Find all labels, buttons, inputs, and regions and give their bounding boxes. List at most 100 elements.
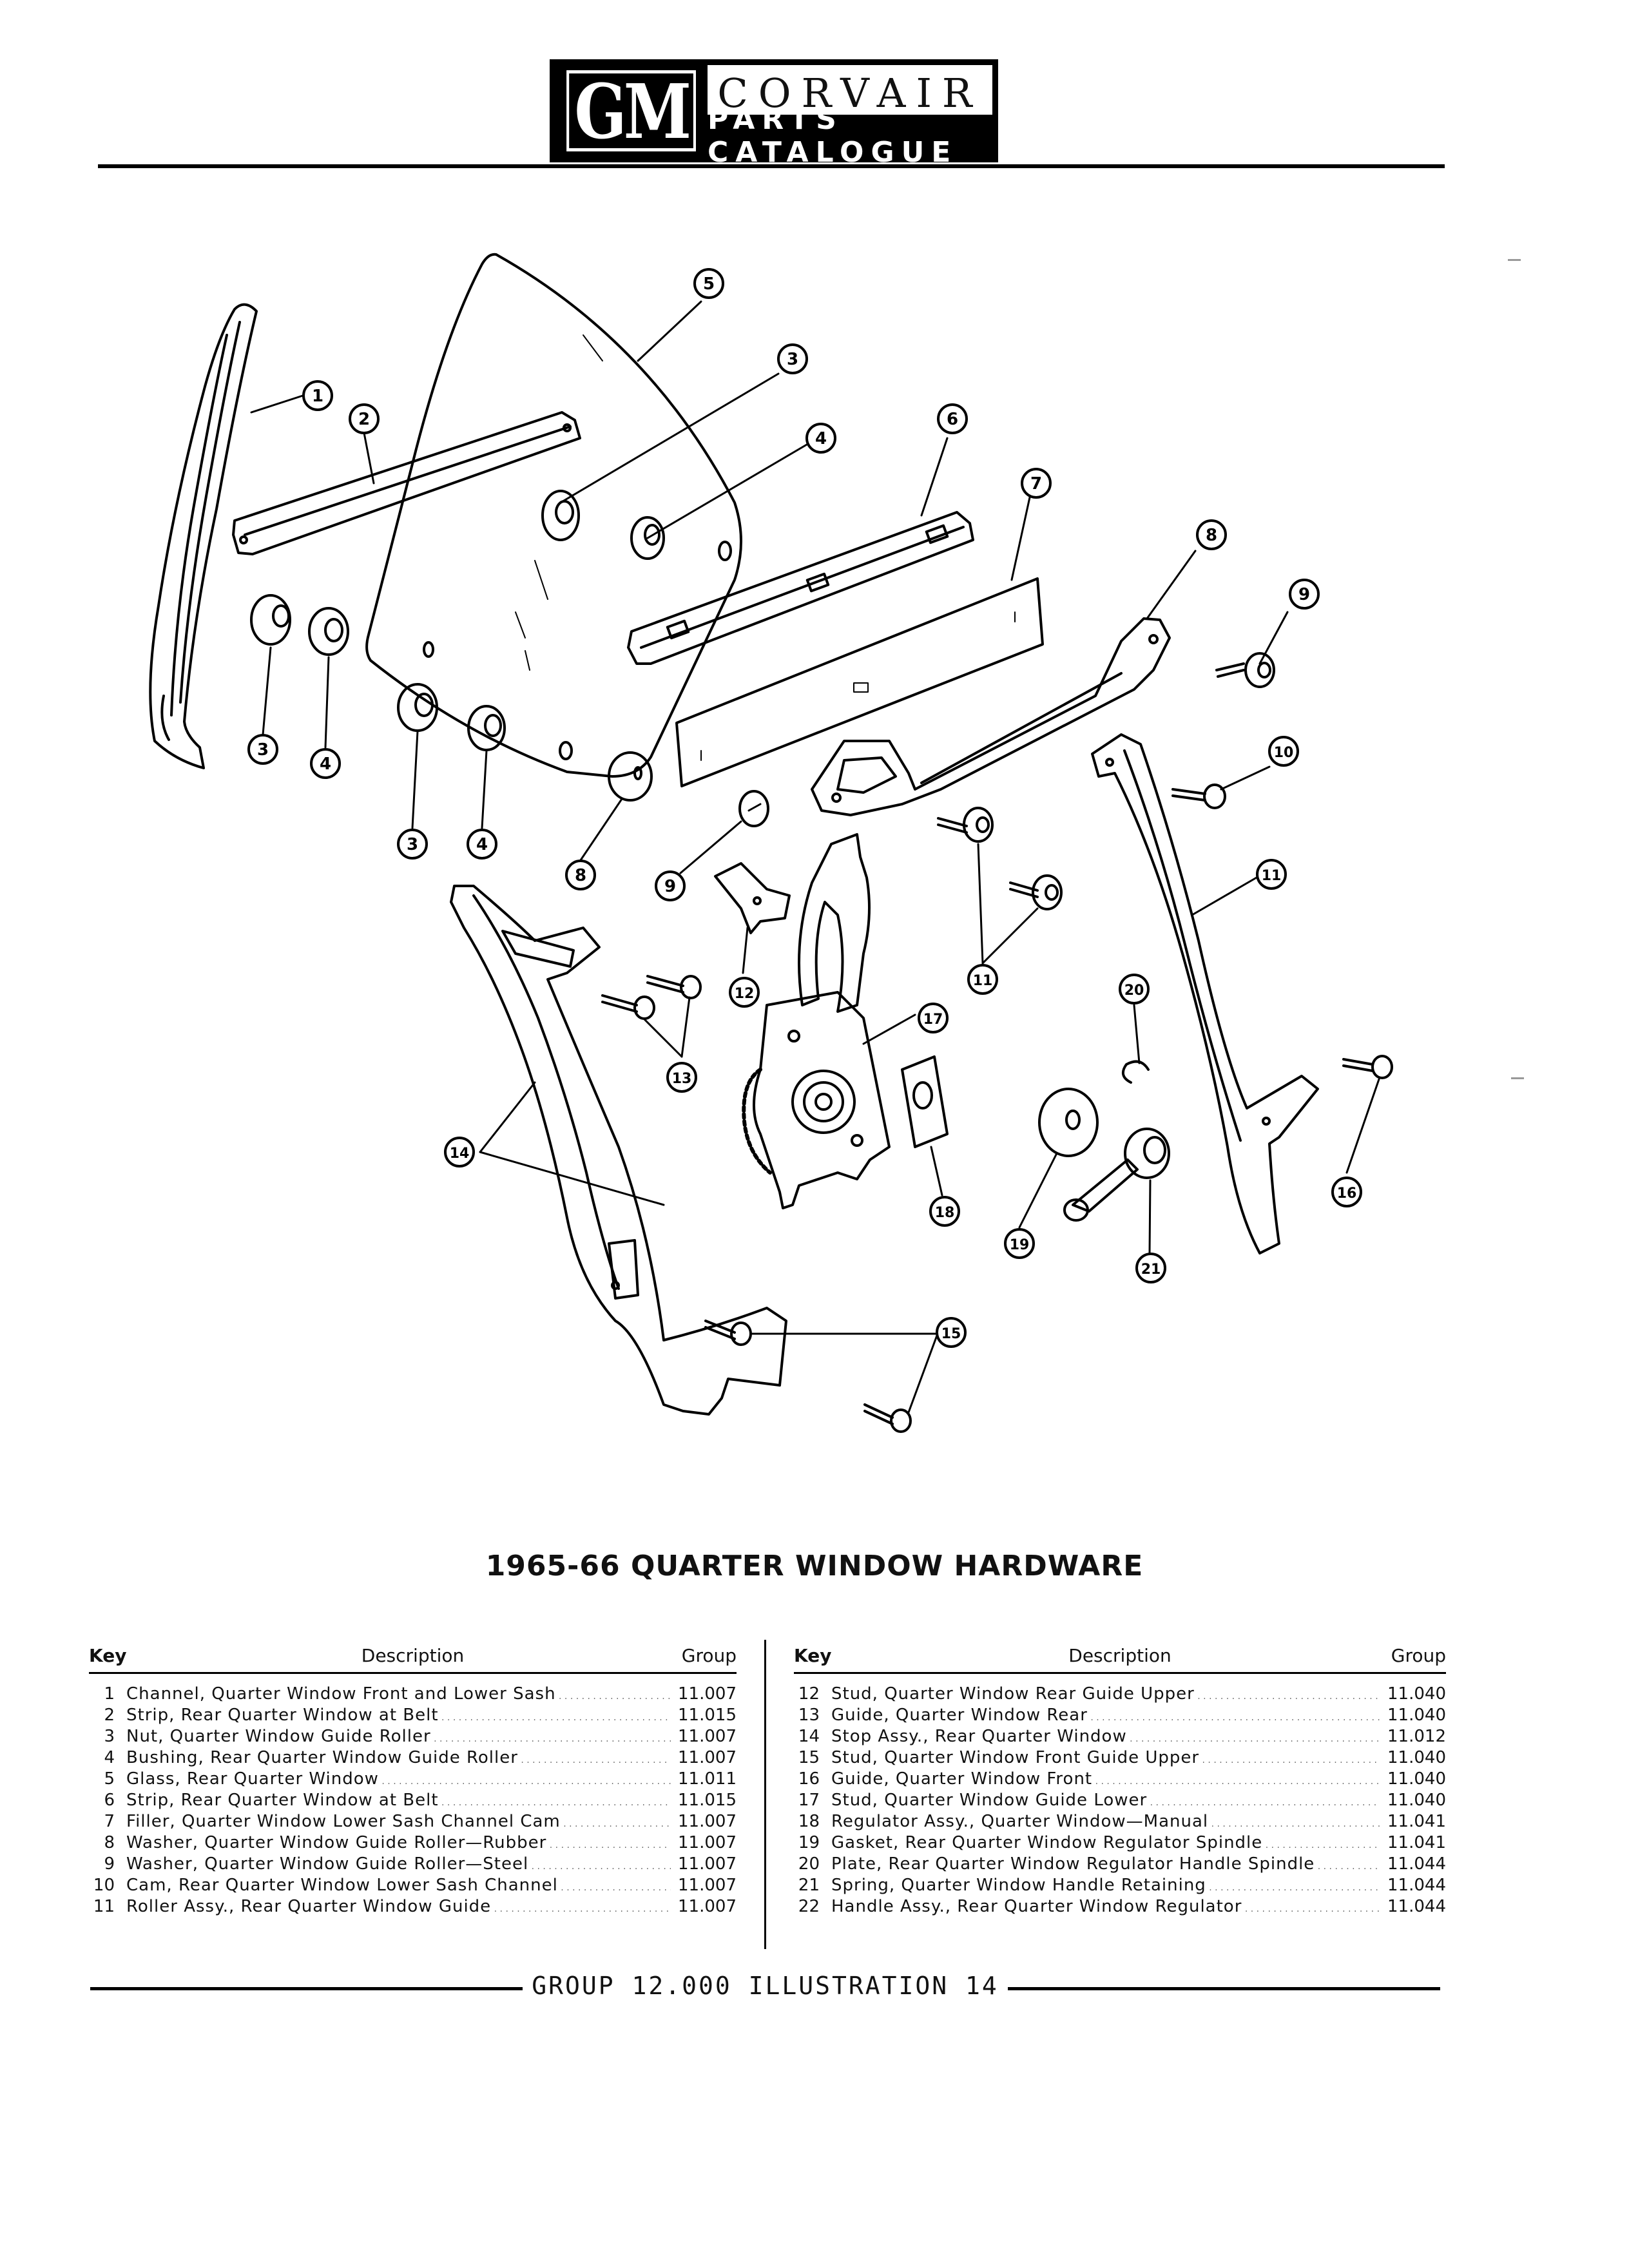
row-group: 11.041 bbox=[1387, 1832, 1446, 1852]
row-description: Stud, Quarter Window Front Guide Upper bbox=[831, 1748, 1380, 1767]
callout-number: 7 bbox=[1030, 474, 1042, 494]
callout-circle bbox=[1256, 859, 1287, 890]
row-group: 11.007 bbox=[678, 1854, 737, 1874]
row-group: 11.007 bbox=[678, 1811, 737, 1831]
loose-nut-and-bushing bbox=[250, 594, 349, 656]
row-description: Plate, Rear Quarter Window Regulator Han… bbox=[831, 1854, 1380, 1874]
callout-number: 4 bbox=[320, 754, 331, 774]
callout-number: 6 bbox=[947, 410, 958, 429]
callout-13: 13 bbox=[666, 1062, 697, 1093]
callout-2: 2 bbox=[349, 403, 380, 434]
row-key: 1 bbox=[104, 1684, 115, 1704]
row-description: Stud, Quarter Window Rear Guide Upper bbox=[831, 1684, 1380, 1704]
callout-number: 3 bbox=[407, 835, 418, 854]
part-stop bbox=[714, 862, 791, 934]
callout-number: 3 bbox=[787, 350, 798, 369]
callout-16: 16 bbox=[1331, 1177, 1362, 1207]
row-group: 11.041 bbox=[1387, 1811, 1446, 1831]
callout-circle bbox=[937, 403, 968, 434]
callout-circle bbox=[1021, 468, 1052, 499]
row-group: 11.044 bbox=[1387, 1854, 1446, 1874]
callout-circle bbox=[397, 829, 428, 860]
row-group: 11.007 bbox=[678, 1896, 737, 1916]
callout-circle bbox=[467, 829, 497, 860]
row-key: 5 bbox=[104, 1769, 115, 1789]
callout-circle bbox=[929, 1196, 960, 1227]
row-description: Regulator Assy., Quarter Window—Manual bbox=[831, 1812, 1380, 1831]
row-key: 18 bbox=[798, 1811, 820, 1831]
row-key: 22 bbox=[798, 1896, 820, 1916]
callout-12: 12 bbox=[729, 977, 760, 1008]
callout-circle bbox=[310, 748, 341, 779]
callout-number: 13 bbox=[672, 1071, 692, 1087]
catalogue-header: GM CORVAIR PARTS CATALOGUE bbox=[550, 59, 998, 169]
row-description: Strip, Rear Quarter Window at Belt bbox=[126, 1791, 671, 1810]
row-key: 9 bbox=[104, 1854, 115, 1874]
callout-number: 21 bbox=[1141, 1262, 1161, 1278]
row-group: 11.040 bbox=[1387, 1684, 1446, 1704]
part-rear-guide bbox=[1091, 733, 1319, 1254]
callout-18: 18 bbox=[929, 1196, 960, 1227]
row-key: 14 bbox=[798, 1726, 820, 1746]
part-spring bbox=[1121, 1060, 1150, 1084]
row-group: 11.012 bbox=[1387, 1726, 1446, 1746]
callout-circle bbox=[302, 380, 333, 411]
header-key: Key bbox=[794, 1645, 832, 1666]
callout-number: 14 bbox=[450, 1146, 470, 1162]
callout-circle bbox=[444, 1137, 475, 1168]
callout-17: 17 bbox=[918, 1003, 949, 1033]
callout-9: 9 bbox=[655, 870, 686, 901]
row-description: Strip, Rear Quarter Window at Belt bbox=[126, 1706, 671, 1725]
callout-circle bbox=[1119, 974, 1150, 1004]
callout-11: 11 bbox=[1256, 859, 1287, 890]
row-key: 10 bbox=[93, 1875, 115, 1895]
row-key: 19 bbox=[798, 1832, 820, 1852]
callout-number: 19 bbox=[1010, 1237, 1030, 1253]
callout-4: 4 bbox=[467, 829, 497, 860]
part-steel-washer bbox=[738, 790, 769, 827]
callout-number: 8 bbox=[575, 866, 586, 885]
callout-circle bbox=[936, 1317, 967, 1348]
row-key: 4 bbox=[104, 1747, 115, 1767]
row-key: 16 bbox=[798, 1769, 820, 1789]
header-title: CORVAIR bbox=[717, 69, 983, 117]
row-group: 11.044 bbox=[1387, 1896, 1446, 1916]
callout-circle bbox=[1135, 1253, 1166, 1283]
callout-circle bbox=[805, 423, 836, 454]
callout-circle bbox=[918, 1003, 949, 1033]
row-description: Cam, Rear Quarter Window Lower Sash Chan… bbox=[126, 1876, 671, 1895]
callout-number: 4 bbox=[815, 429, 827, 448]
callout-number: 17 bbox=[923, 1012, 943, 1028]
callout-1: 1 bbox=[302, 380, 333, 411]
row-description: Guide, Quarter Window Front bbox=[831, 1769, 1380, 1789]
part-studs-lower bbox=[704, 1055, 1393, 1433]
callout-number: 9 bbox=[664, 877, 676, 896]
row-key: 17 bbox=[798, 1790, 820, 1810]
callout-circle bbox=[729, 977, 760, 1008]
callout-number: 9 bbox=[1298, 585, 1310, 604]
footer-rule-right bbox=[1002, 1987, 1440, 1990]
row-key: 8 bbox=[104, 1832, 115, 1852]
header-description: Description bbox=[1068, 1645, 1171, 1666]
row-description: Spring, Quarter Window Handle Retaining bbox=[831, 1876, 1380, 1895]
part-rollers bbox=[937, 652, 1275, 910]
callout-11: 11 bbox=[967, 964, 998, 995]
table-row: 18 Regulator Assy., Quarter Window—Manual… bbox=[794, 1811, 1446, 1832]
row-key: 3 bbox=[104, 1726, 115, 1746]
row-description: Guide, Quarter Window Rear bbox=[831, 1706, 1380, 1725]
row-description: Washer, Quarter Window Guide Roller—Stee… bbox=[126, 1854, 671, 1874]
footer-text: GROUP 12.000 ILLUSTRATION 14 bbox=[523, 1972, 1008, 2000]
row-description: Stop Assy., Rear Quarter Window bbox=[831, 1727, 1380, 1746]
row-key: 11 bbox=[93, 1896, 115, 1916]
